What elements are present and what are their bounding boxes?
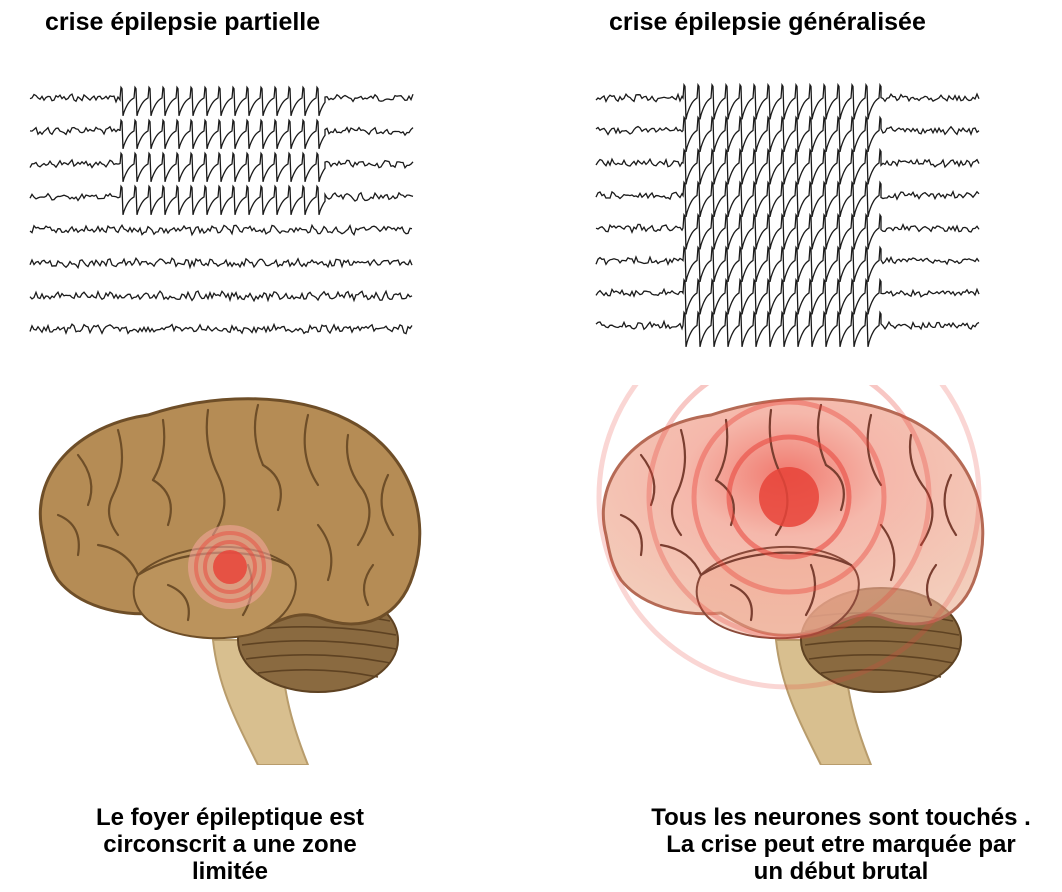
eeg-channel-trace	[596, 117, 979, 151]
generalized-seizure-panel: crise épilepsie généralisée	[531, 0, 1062, 892]
caption-line: Tous les neurones sont touchés .	[621, 804, 1061, 831]
seizure-focus-core	[213, 550, 247, 584]
eeg-channel-trace	[596, 182, 979, 217]
partial-eeg-traces	[25, 68, 415, 338]
eeg-channel-trace	[30, 186, 413, 215]
generalized-seizure-title: crise épilepsie généralisée	[609, 8, 926, 37]
caption-line: un début brutal	[621, 858, 1061, 885]
eeg-channel-trace	[596, 280, 979, 315]
eeg-channel-trace	[30, 153, 413, 182]
partial-seizure-panel: crise épilepsie partielle	[0, 0, 531, 892]
eeg-channel-trace	[30, 258, 412, 268]
eeg-channel-trace	[30, 87, 413, 116]
eeg-channel-trace	[596, 150, 979, 185]
generalized-eeg-traces	[591, 68, 981, 358]
caption-line: La crise peut etre marquée par	[621, 831, 1061, 858]
seizure-focus-core	[759, 467, 819, 527]
eeg-channel-trace	[30, 324, 412, 333]
partial-seizure-caption: Le foyer épileptique est circonscrit a u…	[40, 804, 420, 885]
eeg-channel-trace	[596, 85, 979, 120]
generalized-brain-illustration	[591, 385, 991, 765]
eeg-channel-trace	[596, 312, 979, 347]
partial-seizure-title: crise épilepsie partielle	[45, 8, 320, 37]
caption-line: Le foyer épileptique est	[40, 804, 420, 831]
eeg-channel-trace	[596, 215, 979, 250]
caption-line: limitée	[40, 858, 420, 885]
eeg-channel-trace	[30, 225, 412, 234]
caption-line: circonscrit a une zone	[40, 831, 420, 858]
partial-brain-illustration	[18, 385, 428, 765]
eeg-channel-trace	[30, 291, 412, 301]
generalized-seizure-caption: Tous les neurones sont touchés . La cris…	[621, 804, 1061, 885]
eeg-channel-trace	[30, 120, 413, 149]
eeg-channel-trace	[596, 247, 979, 282]
